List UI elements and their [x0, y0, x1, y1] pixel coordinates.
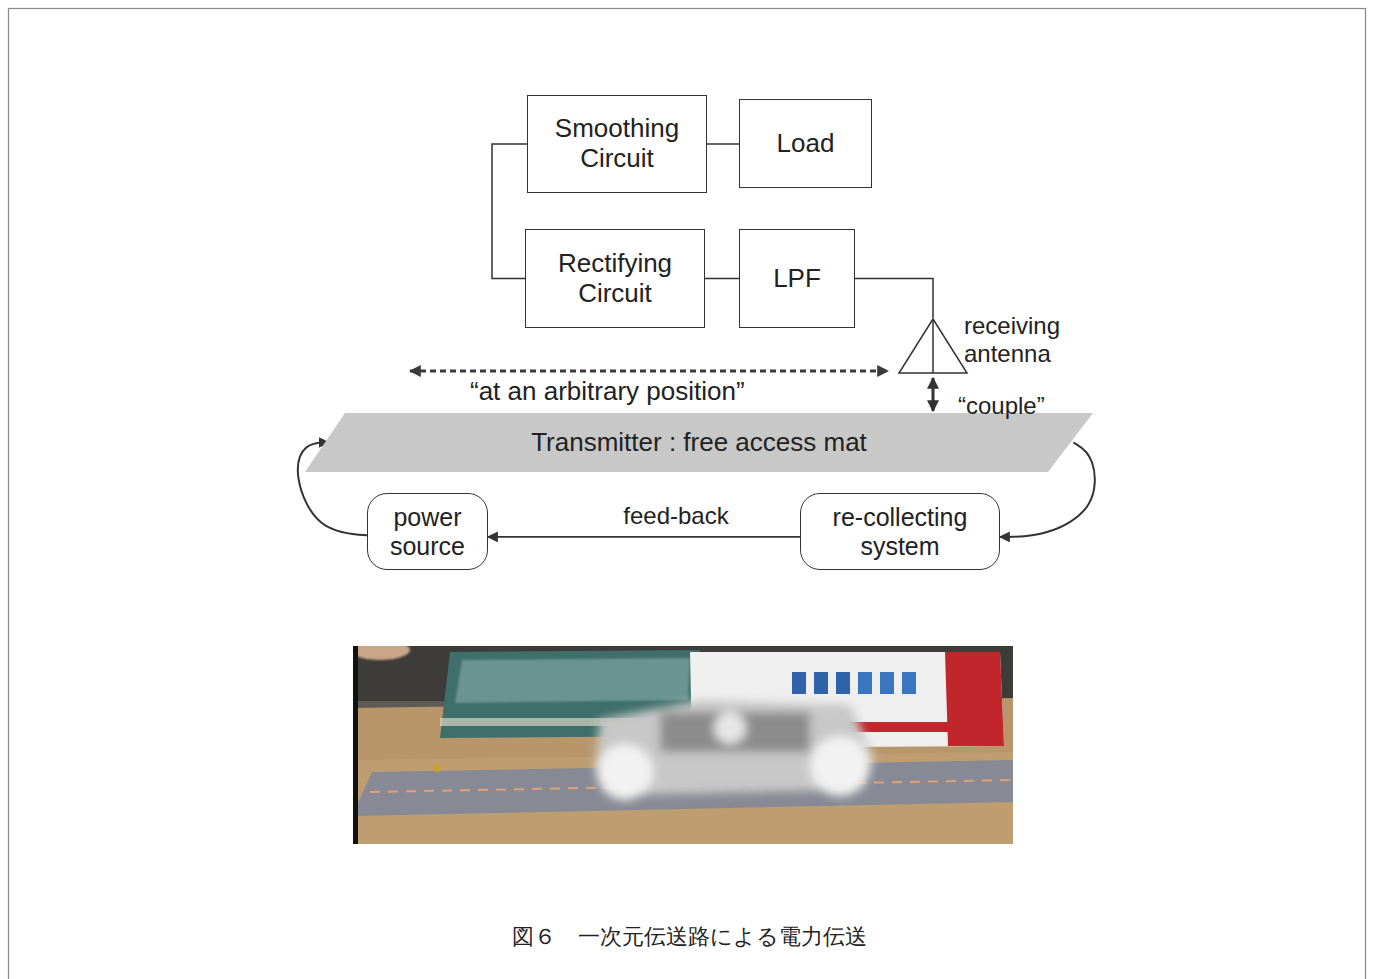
edge-label: feed-back [620, 502, 731, 530]
photo-background [353, 646, 1013, 844]
coupling-arrow [932, 378, 935, 411]
antenna-triangle [899, 319, 967, 373]
photo-book-cover [455, 658, 690, 703]
node-label: Transmitter : free access mat [531, 428, 867, 458]
node-label: Load [777, 129, 835, 159]
photo-car-wheel [597, 744, 653, 800]
photo-car-frame [660, 712, 810, 752]
photo-hand [353, 646, 410, 660]
node-label: re-collecting system [801, 503, 999, 561]
wire-connector [705, 278, 739, 280]
node-label: power source [368, 503, 487, 561]
photo-book-tab [836, 672, 850, 694]
photo [353, 646, 1013, 844]
process-box: Smoothing Circuit [527, 95, 707, 193]
wire-connector [855, 279, 933, 319]
rounded-box: re-collecting system [800, 493, 1000, 570]
annotation-label: “at an arbitrary position” [470, 377, 745, 407]
rounded-box: power source [367, 493, 488, 570]
node-label: Rectifying Circuit [526, 249, 704, 309]
mat-surface [305, 413, 1093, 472]
antenna-symbol: receiving antenna [898, 318, 968, 374]
node-label: Smoothing Circuit [528, 114, 706, 174]
antenna-shape [898, 318, 968, 374]
process-box: Load [739, 99, 872, 188]
photo-book-tab [814, 672, 828, 694]
process-box: LPF [739, 229, 855, 328]
position-range-arrow [410, 370, 888, 373]
photo-book-tab [858, 672, 872, 694]
antenna-label: receiving antenna [964, 312, 1089, 367]
photo-connector [433, 764, 441, 772]
process-box: Rectifying Circuit [525, 229, 705, 328]
frame-border [9, 9, 1366, 979]
edge-label: “couple” [955, 392, 1048, 420]
antenna-mast [932, 319, 934, 373]
photo-edge [353, 646, 358, 844]
wire-connector [492, 144, 527, 279]
photo-car-wheel [810, 736, 870, 796]
photo-car-part [714, 712, 746, 744]
photo-book-tab [880, 672, 894, 694]
transmitter-mat: Transmitter : free access mat [305, 413, 1093, 472]
photo-book-tab [792, 672, 806, 694]
node-label: LPF [773, 264, 821, 294]
figure-caption: 図６ 一次元伝送路による電力伝送 [0, 924, 1374, 949]
photo-book-tab [902, 672, 916, 694]
wire-connector [707, 143, 739, 145]
photo-car [595, 700, 875, 800]
feedback-arrow [488, 536, 800, 538]
